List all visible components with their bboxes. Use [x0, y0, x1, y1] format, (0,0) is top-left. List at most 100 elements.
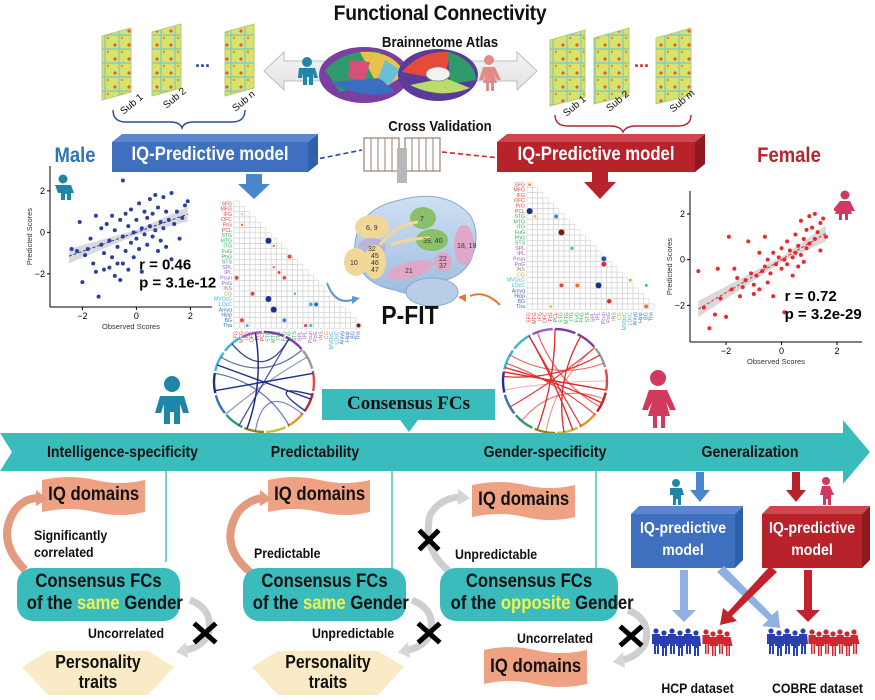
gen-female-model-label: IQ-predictive model [768, 518, 856, 562]
matrix-cell [307, 311, 314, 318]
person-body [829, 637, 839, 656]
data-point [145, 242, 150, 247]
matrix-dot [549, 305, 553, 308]
matrix-col-label: LOcC [334, 331, 340, 345]
data-point [161, 226, 166, 231]
matrix-cell [265, 285, 272, 292]
male-fc-matrices [101, 23, 255, 131]
personality-line1: Personality [285, 652, 371, 672]
matrix-cell [281, 280, 288, 287]
data-point [139, 269, 144, 274]
matrix-cell [579, 298, 586, 305]
female-icon [479, 55, 501, 91]
fc-line2-post: Gender [570, 593, 634, 614]
pfit-region-10 [344, 248, 368, 276]
matrix-cell [270, 301, 277, 308]
matrix-row-label: FuG [222, 249, 232, 255]
person-icon [685, 628, 691, 634]
matrix-cell [239, 206, 245, 212]
matrix-col-label: PoG [313, 331, 319, 341]
data-point [126, 224, 131, 229]
matrix-cell [606, 266, 613, 273]
matrix-cell [276, 280, 282, 287]
matrix-cell [558, 245, 565, 252]
svg-text:37: 37 [439, 263, 447, 270]
male-to-pfit-arrow [326, 282, 353, 302]
matrix-cell [600, 287, 607, 294]
relation-uncorrelated-3: Uncorrelated [517, 630, 593, 646]
fc-line1: Consensus FCs [465, 571, 593, 592]
matrix-cell [531, 282, 538, 289]
matrix-cell [297, 290, 304, 297]
matrix-cell [244, 296, 251, 302]
person-body [850, 635, 860, 654]
data-point [126, 267, 131, 272]
matrix-cell [574, 292, 581, 299]
fc-highlight: opposite [500, 593, 571, 614]
matrix-row-label: CG [224, 291, 232, 297]
matrix-cell [233, 301, 240, 308]
matrix-cell [579, 234, 586, 241]
person-body [799, 634, 808, 654]
matrix-col-label: ITG [569, 312, 575, 321]
person-body [815, 637, 825, 656]
matrix-cell [233, 280, 240, 287]
matrix-cell [606, 271, 613, 278]
matrix-cell [553, 292, 560, 299]
data-point [153, 228, 158, 233]
matrix-col-label: MFG [532, 312, 538, 324]
matrix-cell [537, 245, 544, 252]
matrix-cell [233, 306, 240, 313]
fc-line2-post: Gender [119, 593, 183, 614]
matrix-cell [270, 285, 277, 292]
data-point [80, 280, 85, 285]
matrix-row-label: CG [517, 272, 525, 278]
matrix-cell [239, 216, 245, 223]
matrix-cell [254, 317, 261, 324]
data-point [787, 248, 792, 253]
chord-segment [214, 394, 226, 414]
iq-domains-label-1: IQ domains [48, 484, 140, 505]
matrix-cell [526, 224, 533, 230]
matrix-col-label: SFG [234, 331, 240, 342]
gen-male-icon [670, 479, 684, 505]
matrix-row-label: SPL [515, 246, 525, 252]
female-to-pfit-arrow [469, 293, 501, 306]
data-point [69, 246, 74, 251]
y-tick-label: 2 [680, 209, 685, 219]
data-point [798, 218, 803, 223]
data-point [740, 285, 745, 290]
female-person-icon [832, 190, 856, 225]
data-point [147, 224, 152, 229]
x-mark-icon [417, 528, 441, 552]
male-icon [298, 57, 318, 85]
matrix-cell [537, 287, 544, 294]
matrix-cell [574, 277, 581, 283]
matrix-row-label: MVOcC [507, 278, 525, 284]
female-label: Female [757, 144, 821, 167]
matrix-cell [249, 237, 256, 244]
matrix-cell [574, 261, 581, 268]
person-icon [816, 631, 822, 637]
matrix-cell [558, 261, 565, 268]
chord-link [503, 380, 608, 391]
correlated-arrow [3, 494, 39, 573]
data-point [729, 287, 734, 292]
matrix-col-label: PoG [606, 312, 612, 322]
matrix-cell [329, 306, 335, 313]
data-point [776, 255, 781, 260]
matrix-cell [260, 296, 267, 302]
matrix-cell [249, 269, 256, 276]
chord-segment [579, 412, 597, 428]
matrix-cell [281, 290, 288, 297]
matrix-cell [622, 298, 629, 305]
matrix-cell [606, 261, 613, 268]
data-point [751, 291, 756, 296]
p-annotation: p = 3.2e-29 [785, 306, 862, 323]
y-axis-label: Predicted Scores [25, 208, 34, 265]
matrix-cell [276, 306, 282, 313]
matrix-cell [286, 280, 293, 287]
consensus-down-arrow [400, 420, 418, 432]
matrix-cell [537, 197, 544, 204]
matrix-dot [606, 299, 612, 304]
